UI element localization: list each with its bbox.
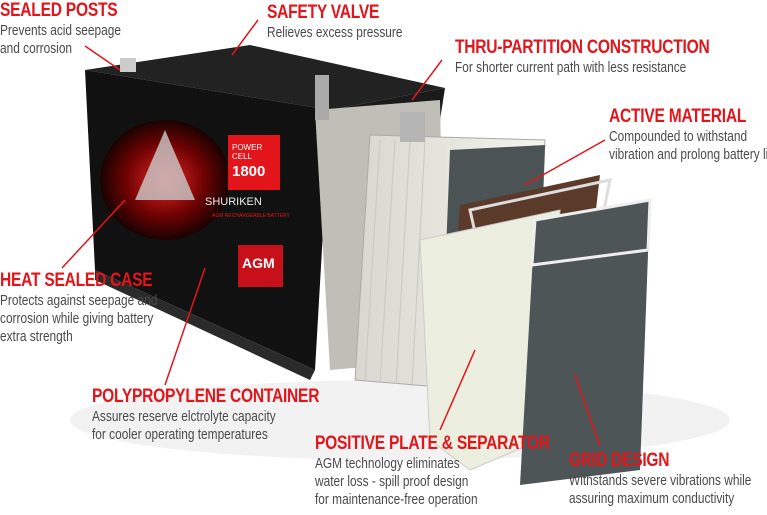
agm-badge: AGM xyxy=(242,255,275,271)
badge-cell: CELL xyxy=(232,152,253,161)
leader-lines xyxy=(61,19,606,447)
callout-text: For shorter current path with less resis… xyxy=(455,60,687,76)
callout-polypropylene: POLYPROPYLENE CONTAINER Assures reserve … xyxy=(92,386,319,444)
callout-grid-design: GRID DESIGN Withstands severe vibrations… xyxy=(569,450,751,508)
battery-case: POWER CELL 1800 SHURIKEN AGM RECHARGEABL… xyxy=(85,45,445,380)
callout-title: ACTIVE MATERIAL xyxy=(609,106,747,127)
callout-title: POSITIVE PLATE & SEPARATOR xyxy=(315,433,550,454)
callout-title: SEALED POSTS xyxy=(0,0,118,21)
callout-positive-plate: POSITIVE PLATE & SEPARATOR AGM technolog… xyxy=(315,433,550,509)
callout-text: Relieves excess pressure xyxy=(267,25,403,41)
callout-title: SAFETY VALVE xyxy=(267,2,380,23)
brand-subtitle: AGM RECHARGEABLE BATTERY xyxy=(212,213,291,219)
callout-title: GRID DESIGN xyxy=(569,450,670,471)
terminal-post xyxy=(120,58,136,72)
badge-power: POWER xyxy=(232,143,262,152)
callout-text: Prevents acid seepage xyxy=(0,23,121,39)
callout-text: assuring maximum conductivity xyxy=(569,491,735,507)
callout-safety-valve: SAFETY VALVE Relieves excess pressure xyxy=(267,2,402,42)
callout-text: Withstands severe vibrations while xyxy=(569,473,752,489)
callout-title: THRU-PARTITION CONSTRUCTION xyxy=(455,37,710,58)
callout-text: water loss - spill proof design xyxy=(315,474,469,490)
callout-text: corrosion while giving battery xyxy=(0,311,154,327)
callout-text: Protects against seepage and xyxy=(0,293,158,309)
callout-title: HEAT SEALED CASE xyxy=(0,270,153,291)
callout-title: POLYPROPYLENE CONTAINER xyxy=(92,386,320,407)
callout-active-material: ACTIVE MATERIAL Compounded to withstand … xyxy=(609,106,767,164)
callout-text: and corrosion xyxy=(0,41,73,57)
callout-text: extra strength xyxy=(0,329,73,345)
callout-text: for maintenance-free operation xyxy=(315,492,478,508)
callout-thru-partition: THRU-PARTITION CONSTRUCTION For shorter … xyxy=(455,37,710,77)
brand-name: SHURIKEN xyxy=(205,196,262,208)
callout-text: Compounded to withstand xyxy=(609,129,748,145)
callout-text: vibration and prolong battery life xyxy=(609,147,767,163)
badge-model: 1800 xyxy=(232,163,265,180)
callout-sealed-posts: SEALED POSTS Prevents acid seepage and c… xyxy=(0,0,121,58)
callout-text: AGM technology eliminates xyxy=(315,456,460,472)
callout-heat-sealed-case: HEAT SEALED CASE Protects against seepag… xyxy=(0,270,157,346)
callout-text: for cooler operating temperatures xyxy=(92,427,268,443)
callout-text: Assures reserve elctrolyte capacity xyxy=(92,409,276,425)
